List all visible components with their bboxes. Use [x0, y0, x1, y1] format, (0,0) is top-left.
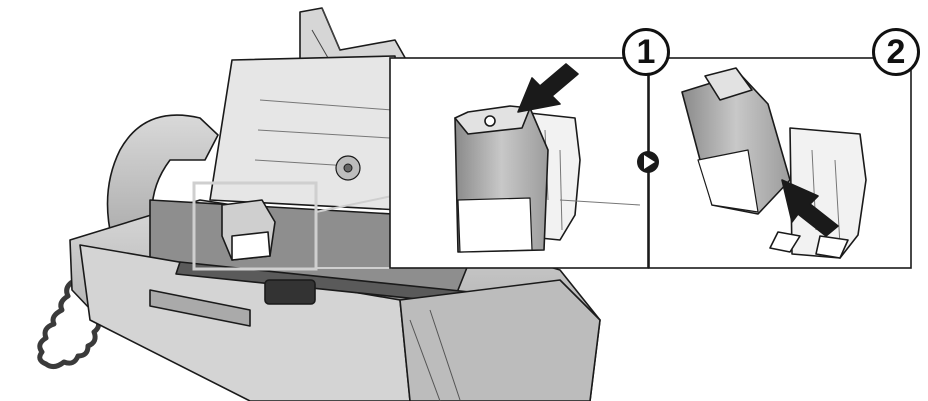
- lifted-cartridge-label: [697, 149, 759, 213]
- step-2-number: 2: [886, 33, 906, 71]
- cartridge-label: [457, 197, 533, 253]
- fax-machine: [37, 7, 601, 401]
- callout-leader-lines: [315, 195, 393, 269]
- display-window: [149, 289, 251, 327]
- step-2-badge: 2: [872, 28, 920, 76]
- step-1-badge: 1: [622, 28, 670, 76]
- arrow-up-right-icon: [781, 179, 839, 237]
- empty-cartridge-holder: [789, 127, 867, 259]
- arrow-down-left-icon: [517, 63, 579, 113]
- feed-roller: [264, 279, 316, 305]
- step-2-illustration: [681, 67, 867, 259]
- step-1-illustration: [454, 63, 641, 253]
- inset-highlight-frame: [192, 181, 318, 271]
- step-1-number: 1: [636, 33, 656, 71]
- coiled-cord: [37, 280, 102, 370]
- play-circle-icon: [637, 151, 659, 173]
